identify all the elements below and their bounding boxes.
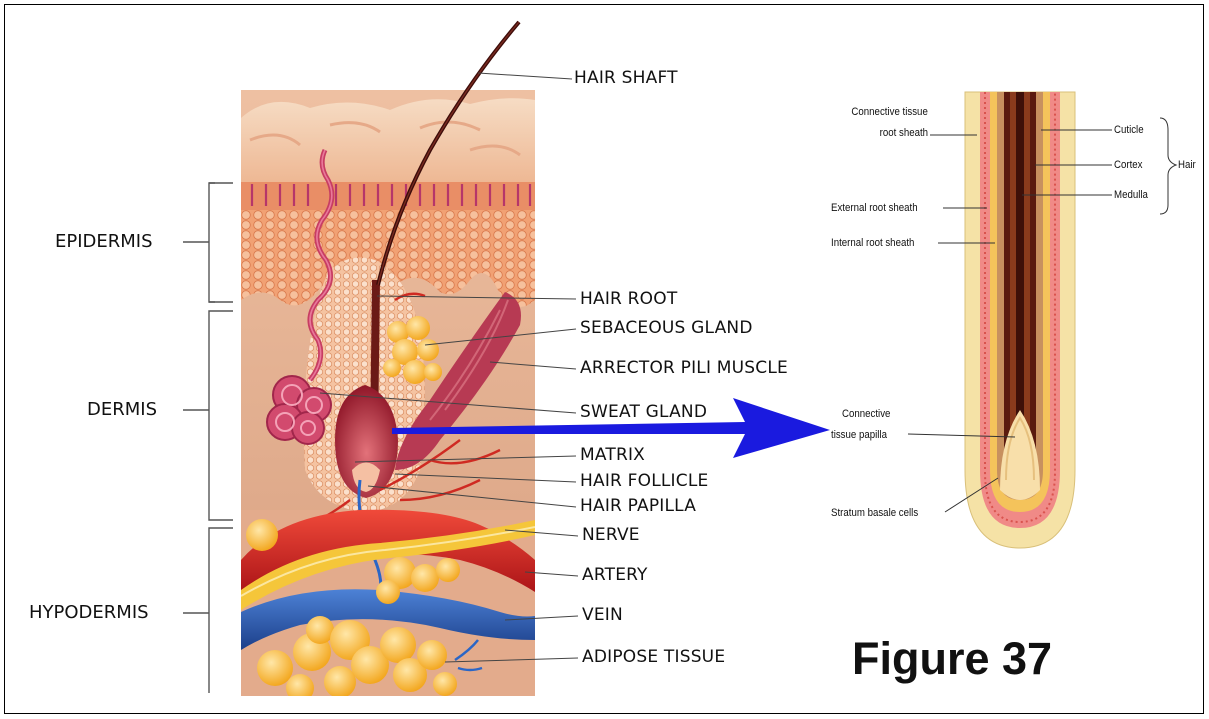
cortex-label: Cortex: [1114, 158, 1143, 172]
hair-shaft-label: HAIR SHAFT: [574, 68, 678, 88]
dermis-label: DERMIS: [87, 399, 157, 420]
artery-label: ARTERY: [582, 565, 648, 585]
figure-caption: Figure 37: [852, 633, 1052, 685]
vein-label: VEIN: [582, 605, 623, 625]
hair-root-label: HAIR ROOT: [580, 289, 677, 309]
hair-papilla-label: HAIR PAPILLA: [580, 496, 696, 516]
adipose-tissue-label: ADIPOSE TISSUE: [582, 647, 725, 667]
medulla-label: Medulla: [1114, 188, 1148, 202]
epidermis-label: EPIDERMIS: [55, 231, 153, 252]
cuticle-label: Cuticle: [1114, 123, 1144, 137]
arrector-pili-muscle-label: ARRECTOR PILI MUSCLE: [580, 358, 788, 378]
external-root-sheath-label: External root sheath: [831, 201, 918, 215]
sebaceous-gland-label: SEBACEOUS GLAND: [580, 318, 753, 338]
connective-root-sheath-label-line2: root sheath: [880, 126, 928, 140]
connective-papilla-label-line1: Connective: [842, 407, 890, 421]
matrix-label: MATRIX: [580, 445, 645, 465]
connective-root-sheath-label-line1: Connective tissue: [852, 105, 928, 119]
hypodermis-label: HYPODERMIS: [29, 602, 149, 623]
internal-root-sheath-label: Internal root sheath: [831, 236, 914, 250]
sweat-gland-label: SWEAT GLAND: [580, 402, 707, 422]
hair-follicle-label: HAIR FOLLICLE: [580, 471, 708, 491]
connective-papilla-label-line2: tissue papilla: [831, 428, 887, 442]
hair-label: Hair: [1178, 158, 1196, 172]
nerve-label: NERVE: [582, 525, 640, 545]
stratum-basale-label: Stratum basale cells: [831, 506, 918, 520]
